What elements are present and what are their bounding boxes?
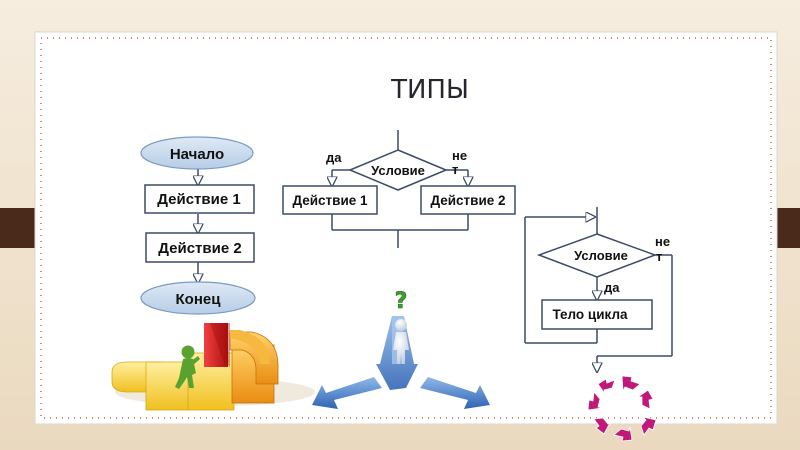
start-terminator <box>140 136 254 170</box>
branch-flowchart <box>332 130 468 248</box>
person-climbing-icon <box>175 345 200 389</box>
branch-condition-label: Условие <box>371 163 425 178</box>
action1-label: Действие 1 <box>157 191 240 208</box>
page-title: ТИПЫ <box>390 75 469 105</box>
branch-action1-label: Действие 1 <box>292 193 368 208</box>
question-mark-icon: ? <box>394 289 408 315</box>
branch-no-label-2: т <box>452 162 458 177</box>
loop-flowchart <box>524 207 673 372</box>
action2-box <box>145 232 255 263</box>
start-label: Начало <box>170 146 224 163</box>
action1-box <box>144 184 255 214</box>
crossroads-arrow-icon <box>312 316 490 409</box>
cycle-arrows-icon <box>587 375 657 442</box>
loop-condition-diamond <box>536 233 658 278</box>
branch-action2-box <box>420 185 516 215</box>
loop-no-label-2: т <box>656 249 662 264</box>
staircase-icon <box>111 323 315 411</box>
branch-condition-diamond <box>348 149 448 191</box>
loop-yes-label: да <box>604 280 620 295</box>
loop-body-label: Тело цикла <box>552 307 628 322</box>
end-label: Конец <box>176 291 222 308</box>
loop-no-label-1: не <box>655 234 670 249</box>
end-terminator <box>140 281 256 315</box>
branch-action2-label: Действие 2 <box>430 193 505 208</box>
loop-body-box <box>541 299 653 330</box>
branch-yes-label: да <box>326 150 342 165</box>
svg-text:?: ? <box>395 289 408 314</box>
loop-condition-label: Условие <box>574 248 628 263</box>
action2-label: Действие 2 <box>158 240 241 257</box>
branch-action1-box <box>282 185 378 215</box>
branch-no-label-1: не <box>452 148 467 163</box>
